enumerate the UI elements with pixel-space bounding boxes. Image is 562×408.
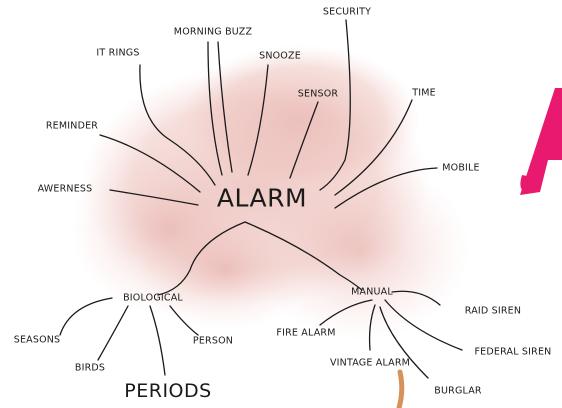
watercolor-background [70,45,470,340]
node-awerness: AWERNESS [37,183,93,195]
node-time: TIME [412,87,436,99]
node-reminder: REMINDER [45,120,99,132]
node-sensor: SENSOR [297,88,339,100]
node-seasons: SEASONS [13,334,61,346]
node-vintage-alarm: VINTAGE ALARM [329,357,411,369]
node-federal-siren: FEDERAL SIREN [474,346,552,358]
node-fire-alarm: FIRE ALARM [276,327,336,339]
node-manual: MANUAL [351,286,393,298]
node-periods: PERIODS [124,380,212,402]
node-raid-siren: RAID SIREN [464,305,522,317]
connector-lines [59,19,463,379]
node-mobile: MOBILE [442,162,480,174]
node-birds: BIRDS [74,362,106,374]
center-node-alarm: ALARM [216,183,308,213]
node-snooze: SNOOZE [259,50,301,62]
node-morning-buzz: MORNING BUZZ [173,26,253,38]
node-biological: BIOLOGICAL [123,292,183,304]
pink-letter-decoration [520,88,562,195]
node-it-rings: IT RINGS [96,47,140,59]
node-burglar: BURGLAR [434,385,482,397]
orange-brush-stroke [396,369,405,408]
node-person: PERSON [192,335,234,347]
node-security: SECURITY [322,6,372,18]
